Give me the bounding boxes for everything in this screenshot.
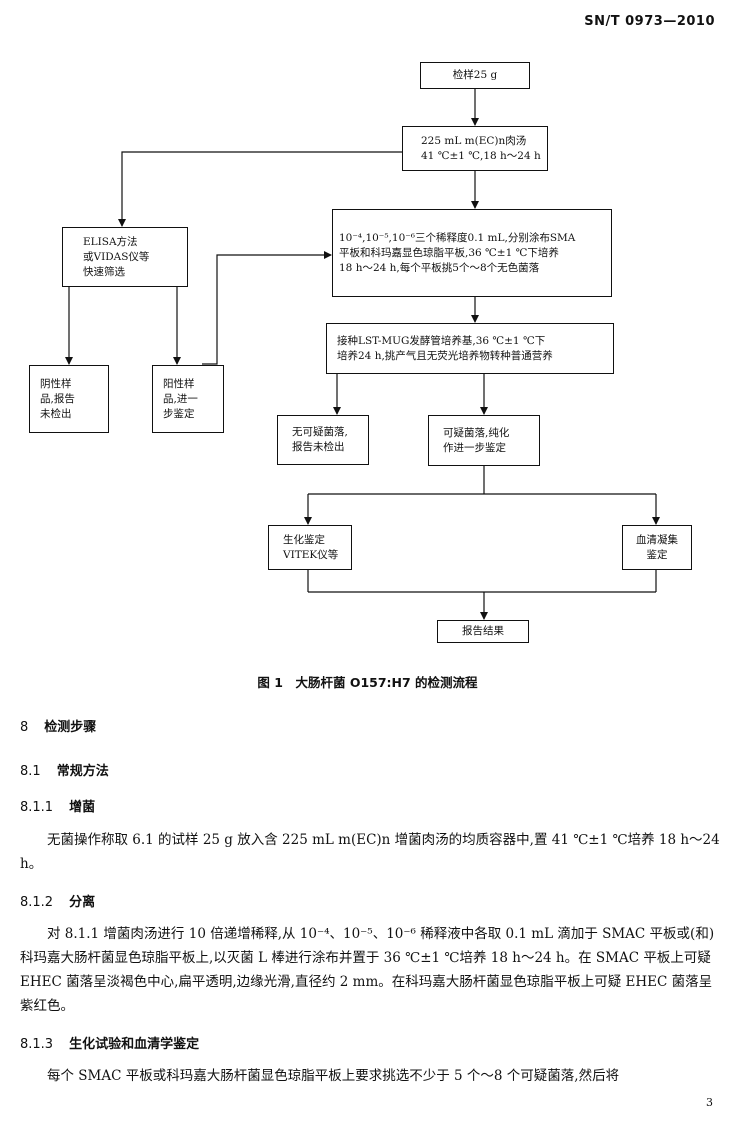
flow-text: 225 mL m(EC)n肉汤 41 ℃±1 ℃,18 h～24 h [421, 134, 541, 162]
section-heading-8-1-1: 8.1.1 增菌 [20, 796, 95, 815]
flow-text: 生化鉴定 VITEK仪等 [283, 533, 339, 561]
flowchart-connectors [65, 89, 660, 620]
paragraph-text: 无菌操作称取 6.1 的试样 25 g 放入含 225 mL m(EC)n 增菌… [20, 832, 720, 872]
flow-box-sample: 检样25 g [420, 62, 530, 89]
paragraph-8-1-3: 每个 SMAC 平板或科玛嘉大肠杆菌显色琼脂平板上要求挑选不少于 5 个～8 个… [20, 1064, 720, 1088]
flow-text: 10⁻⁴,10⁻⁵,10⁻⁶三个稀释度0.1 mL,分别涂布SMA 平板和科玛嘉… [339, 231, 576, 274]
paragraph-8-1-1: 无菌操作称取 6.1 的试样 25 g 放入含 225 mL m(EC)n 增菌… [20, 828, 720, 876]
flow-text: 阳性样 品,进一 步鉴定 [163, 377, 198, 420]
flow-box-lst-mug: 接种LST-MUG发酵管培养基,36 ℃±1 ℃下 培养24 h,挑产气且无荧光… [326, 323, 614, 374]
flow-box-enrichment-broth: 225 mL m(EC)n肉汤 41 ℃±1 ℃,18 h～24 h [402, 126, 548, 171]
section-title: 增菌 [69, 800, 96, 815]
flow-text: 接种LST-MUG发酵管培养基,36 ℃±1 ℃下 培养24 h,挑产气且无荧光… [337, 334, 553, 362]
flow-box-suspect-colony: 可疑菌落,纯化 作进一步鉴定 [428, 415, 540, 466]
flow-box-biochemical-id: 生化鉴定 VITEK仪等 [268, 525, 352, 570]
flow-box-positive-sample: 阳性样 品,进一 步鉴定 [152, 365, 224, 433]
section-heading-8: 8 检测步骤 [20, 716, 96, 735]
flow-box-no-suspect-colony: 无可疑菌落, 报告未检出 [277, 415, 369, 465]
section-heading-8-1: 8.1 常规方法 [20, 760, 109, 779]
page-number: 3 [706, 1096, 713, 1109]
section-title: 分离 [69, 895, 96, 910]
flow-text: 检样25 g [452, 69, 498, 81]
flow-text: ELISA方法 或VIDAS仪等 快速筛选 [83, 235, 150, 278]
paragraph-8-1-2: 对 8.1.1 增菌肉汤进行 10 倍递增稀释,从 10⁻⁴、10⁻⁵、10⁻⁶… [20, 922, 720, 1018]
flow-box-report-result: 报告结果 [437, 620, 529, 643]
section-number: 8.1.1 [20, 800, 54, 815]
flow-text: 阴性样 品,报告 未检出 [40, 377, 75, 420]
section-number: 8.1.3 [20, 1037, 54, 1052]
flow-text: 无可疑菌落, 报告未检出 [292, 426, 348, 453]
section-title: 检测步骤 [44, 720, 97, 735]
section-number: 8.1.2 [20, 895, 54, 910]
flow-text: 报告结果 [462, 625, 504, 637]
flow-text: 可疑菌落,纯化 作进一步鉴定 [443, 426, 510, 454]
section-title: 生化试验和血清学鉴定 [69, 1037, 200, 1052]
paragraph-text: 对 8.1.1 增菌肉汤进行 10 倍递增稀释,从 10⁻⁴、10⁻⁵、10⁻⁶… [20, 926, 715, 1014]
paragraph-text: 每个 SMAC 平板或科玛嘉大肠杆菌显色琼脂平板上要求挑选不少于 5 个～8 个… [47, 1068, 620, 1084]
flow-text: 血清凝集 鉴定 [636, 533, 678, 561]
flow-box-dilution-plating: 10⁻⁴,10⁻⁵,10⁻⁶三个稀释度0.1 mL,分别涂布SMA 平板和科玛嘉… [332, 209, 612, 297]
section-heading-8-1-3: 8.1.3 生化试验和血清学鉴定 [20, 1033, 199, 1052]
flow-box-negative-sample: 阴性样 品,报告 未检出 [29, 365, 109, 433]
section-number: 8.1 [20, 764, 41, 779]
flow-box-serum-agglutination: 血清凝集 鉴定 [622, 525, 692, 570]
flow-box-elisa-screening: ELISA方法 或VIDAS仪等 快速筛选 [62, 227, 188, 287]
section-title: 常规方法 [56, 764, 109, 779]
section-number: 8 [20, 720, 29, 735]
section-heading-8-1-2: 8.1.2 分离 [20, 891, 95, 910]
figure-caption: 图 1 大肠杆菌 O157:H7 的检测流程 [257, 675, 478, 690]
standard-code: SN/T 0973—2010 [584, 14, 715, 29]
